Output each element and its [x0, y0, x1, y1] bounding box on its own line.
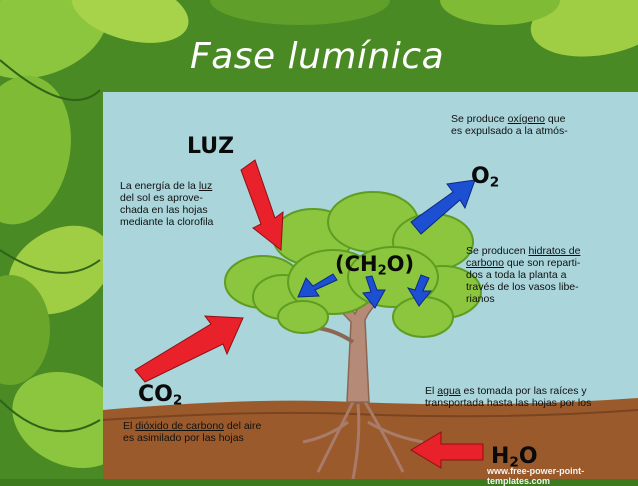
agua-text-u: agua — [437, 385, 461, 397]
agua-text-b: es tomada por las raíces y — [460, 385, 587, 397]
co2-description: El dióxido de carbono del aire es asimil… — [123, 420, 293, 444]
sugar-arrow-left — [297, 273, 338, 298]
ch2o-post: O) — [386, 252, 415, 276]
luz-text-a: La energía de la — [120, 180, 199, 192]
credit-text: www.free-power-point-templates.com — [487, 466, 585, 486]
hid-text-e: rianos — [466, 293, 495, 305]
sugar-arrows — [297, 273, 433, 309]
tree-canopy — [224, 191, 482, 338]
luz-text-c: chada en las hojas — [120, 204, 208, 216]
o2-label: O2 — [471, 164, 499, 190]
hid-text-u2: carbono — [466, 257, 504, 269]
hid-text-b: que son reparti- — [503, 257, 581, 269]
luz-text-d: mediante la clorofila — [120, 216, 214, 228]
sugar-arrow-right — [406, 274, 433, 307]
co2-text-b: del aire — [224, 420, 262, 432]
oxi-text-a: Se produce — [451, 113, 508, 125]
oxygen-description: Se produce oxígeno que es expulsado a la… — [451, 113, 601, 137]
sugar-arrow-center — [362, 275, 386, 309]
co2-text-c: es asimilado por las hojas — [123, 432, 244, 444]
luz-description: La energía de la luz del sol es aprove- … — [120, 180, 232, 228]
ground — [103, 398, 638, 479]
h2o-pre: H — [491, 444, 510, 469]
diagram-scene — [103, 92, 638, 479]
luz-text-u: luz — [198, 180, 213, 192]
o2-sub: 2 — [489, 174, 500, 191]
ch2o-pre: (CH — [335, 252, 378, 276]
h2o-post: O — [518, 444, 538, 469]
hid-text-c: dos a toda la planta a — [466, 269, 567, 281]
h2o-label: H2O — [491, 444, 538, 470]
co2-arrow — [134, 315, 244, 383]
oxi-text-c: es expulsado a la atmós- — [451, 125, 568, 137]
luz-label: LUZ — [187, 134, 235, 159]
agua-text-a: El — [425, 385, 438, 397]
photosynthesis-diagram: LUZ O2 (CH2O) CO2 H2O La energía de la l… — [103, 92, 638, 479]
luz-text-b: del sol es aprove- — [120, 192, 203, 204]
ch2o-sub: 2 — [377, 263, 387, 279]
co2-label: CO2 — [138, 382, 182, 408]
co2-text-u: dióxido de carbono — [135, 420, 224, 432]
oxi-text-u: oxígeno — [507, 113, 545, 125]
tree-roots — [302, 401, 424, 479]
oxygen-arrow — [410, 179, 476, 235]
water-arrow — [410, 431, 484, 469]
co2-text-a: El — [123, 420, 136, 432]
carbohydrate-description: Se producen hidratos de carbono que son … — [466, 245, 606, 305]
ch2o-label: (CH2O) — [335, 252, 414, 278]
h2o-sub: 2 — [509, 454, 519, 471]
agua-text-c: transportada hasta las hojas por los — [425, 397, 592, 409]
hid-text-u: hidratos de — [528, 245, 581, 257]
hid-text-a: Se producen — [466, 245, 529, 257]
co2-sub: 2 — [172, 392, 183, 409]
light-arrow — [240, 159, 284, 251]
o2-main: O — [471, 164, 490, 189]
co2-main: CO — [138, 382, 173, 407]
oxi-text-b: que — [545, 113, 566, 125]
water-description: El agua es tomada por las raíces y trans… — [425, 385, 625, 409]
slide-title: Fase lumínica — [190, 36, 445, 77]
hid-text-d: través de los vasos libe- — [466, 281, 579, 293]
